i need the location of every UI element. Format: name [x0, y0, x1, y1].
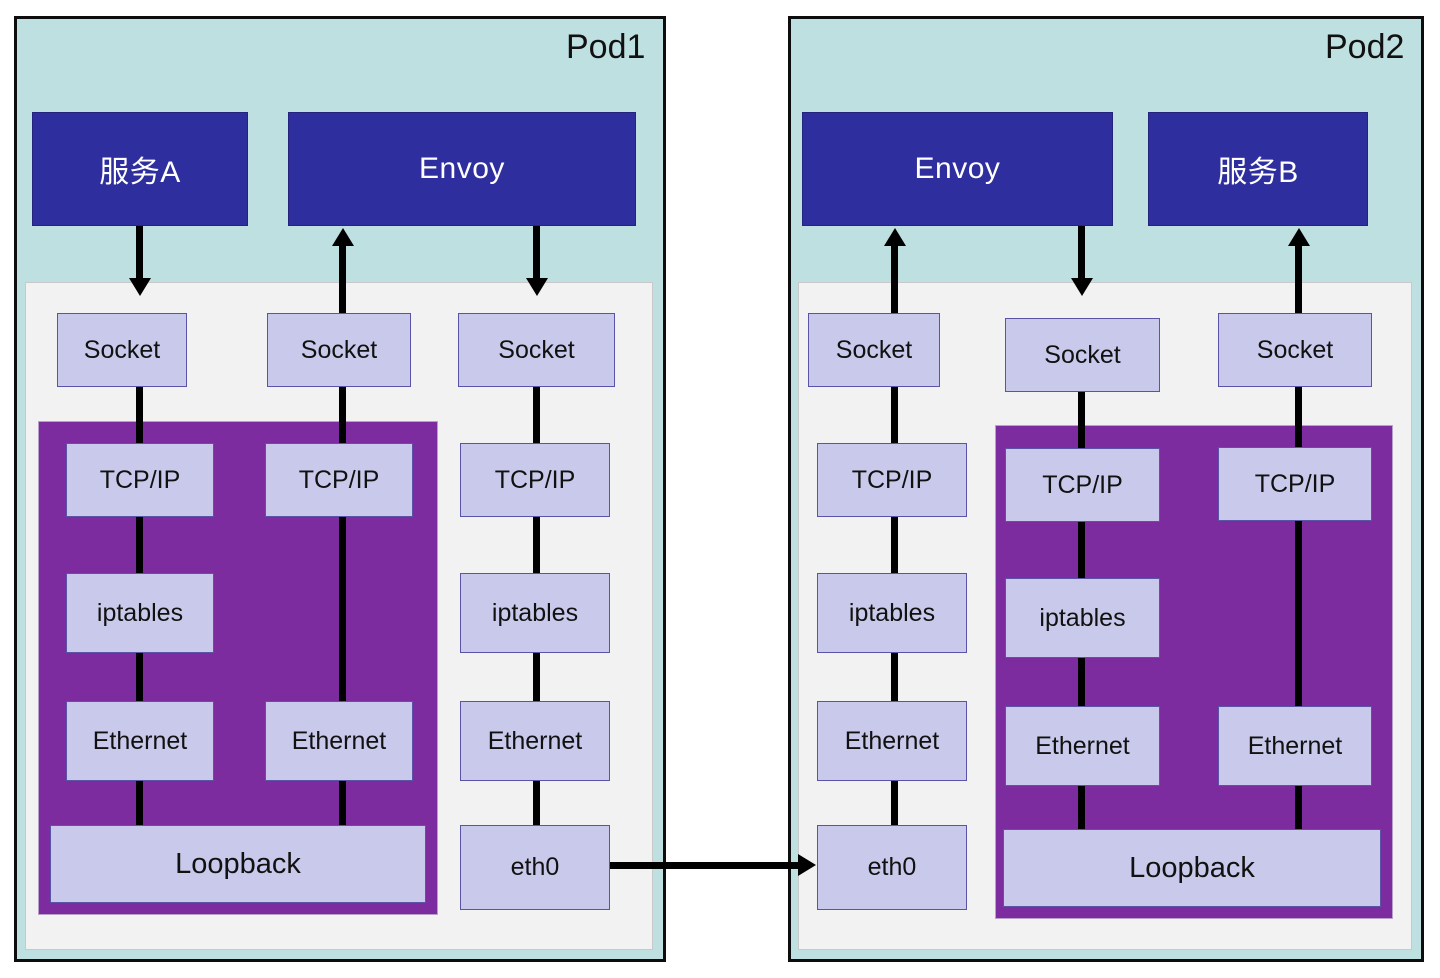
stack-box-pod1-loopback[interactable]: Loopback	[50, 825, 426, 903]
connector-pod1-c1-iptables-ethernet	[136, 653, 143, 701]
connector-pod2-envoy-to-c2-socket	[1078, 226, 1085, 282]
app-box-pod1-service-a[interactable]: 服务A	[32, 112, 248, 226]
connector-pod2-c1-socket-tcpip	[891, 387, 898, 443]
arrow-up-pod2-socket-serviceb	[1288, 228, 1310, 246]
pod-title-pod2: Pod2	[1325, 28, 1405, 66]
connector-pod2-c1-ethernet-eth0	[891, 781, 898, 825]
stack-box-pod2-c1-tcpip[interactable]: TCP/IP	[817, 443, 967, 517]
connector-pod1-c1-tcpip-iptables	[136, 517, 143, 573]
stack-box-pod1-c2-tcpip[interactable]: TCP/IP	[265, 443, 413, 517]
stack-box-pod1-c1-socket[interactable]: Socket	[57, 313, 187, 387]
connector-pod1-c3-tcpip-iptables	[533, 517, 540, 573]
connector-pod2-c3-tcpip-ethernet	[1295, 521, 1302, 706]
arrow-down-pod2-envoy-c2socket	[1071, 278, 1093, 296]
connector-pod1-c1-ethernet-loopback	[136, 781, 143, 825]
stack-box-pod1-c1-tcpip[interactable]: TCP/IP	[66, 443, 214, 517]
stack-box-pod1-c2-socket[interactable]: Socket	[267, 313, 411, 387]
connector-pod1-envoy-to-c3-socket	[533, 226, 540, 282]
app-box-pod1-envoy[interactable]: Envoy	[288, 112, 636, 226]
connector-pod2-c3-socket-tcpip	[1295, 387, 1302, 447]
stack-box-pod2-c3-socket[interactable]: Socket	[1218, 313, 1372, 387]
stack-box-pod2-c1-socket[interactable]: Socket	[808, 313, 940, 387]
stack-box-pod1-c3-socket[interactable]: Socket	[458, 313, 615, 387]
app-box-pod2-service-b[interactable]: 服务B	[1148, 112, 1368, 226]
connector-pod1-c1-socket-tcpip	[136, 387, 143, 443]
stack-box-pod1-c2-ethernet[interactable]: Ethernet	[265, 701, 413, 781]
connector-eth0-to-eth0	[610, 862, 800, 869]
stack-box-pod1-c3-ethernet[interactable]: Ethernet	[460, 701, 610, 781]
stack-box-pod2-loopback[interactable]: Loopback	[1003, 829, 1381, 907]
connector-pod1-c3-iptables-ethernet	[533, 653, 540, 701]
arrow-up-pod2-socket-envoy	[884, 228, 906, 246]
arrow-right-eth0-to-eth0	[798, 854, 816, 876]
connector-pod2-c2-socket-tcpip	[1078, 392, 1085, 448]
connector-pod1-c2-socket-tcpip	[339, 387, 346, 443]
stack-box-pod2-c1-eth0[interactable]: eth0	[817, 825, 967, 910]
stack-box-pod2-c2-tcpip[interactable]: TCP/IP	[1005, 448, 1160, 522]
stack-box-pod2-c1-iptables[interactable]: iptables	[817, 573, 967, 653]
stack-box-pod1-c1-ethernet[interactable]: Ethernet	[66, 701, 214, 781]
stack-box-pod1-c1-iptables[interactable]: iptables	[66, 573, 214, 653]
stack-box-pod2-c2-iptables[interactable]: iptables	[1005, 578, 1160, 658]
connector-pod2-c2-iptables-ethernet	[1078, 658, 1085, 706]
stack-box-pod2-c3-tcpip[interactable]: TCP/IP	[1218, 447, 1372, 521]
connector-pod2-c1-socket-envoy	[891, 244, 898, 313]
stack-box-pod2-c2-ethernet[interactable]: Ethernet	[1005, 706, 1160, 786]
connector-pod2-c1-tcpip-iptables	[891, 517, 898, 573]
arrow-down-pod1-servicea-socket	[129, 278, 151, 296]
connector-pod2-c2-tcpip-iptables	[1078, 522, 1085, 578]
arrow-down-pod1-envoy-c3socket	[526, 278, 548, 296]
connector-pod2-c2-ethernet-loopback	[1078, 786, 1085, 829]
stack-box-pod2-c2-socket[interactable]: Socket	[1005, 318, 1160, 392]
stack-box-pod1-c3-tcpip[interactable]: TCP/IP	[460, 443, 610, 517]
stack-box-pod2-c3-ethernet[interactable]: Ethernet	[1218, 706, 1372, 786]
connector-pod1-c2-tcpip-ethernet	[339, 517, 346, 701]
connector-pod1-c2-ethernet-loopback	[339, 781, 346, 825]
connector-pod1-c2-socket-envoy	[339, 244, 346, 313]
connector-pod1-c3-socket-tcpip	[533, 387, 540, 443]
connector-pod2-c3-socket-serviceb	[1295, 244, 1302, 313]
connector-pod1-c3-ethernet-eth0	[533, 781, 540, 825]
stack-box-pod2-c1-ethernet[interactable]: Ethernet	[817, 701, 967, 781]
connector-pod1-servicea-to-socket	[136, 226, 143, 282]
stack-box-pod1-c3-iptables[interactable]: iptables	[460, 573, 610, 653]
connector-pod2-c3-ethernet-loopback	[1295, 786, 1302, 829]
pod-title-pod1: Pod1	[566, 28, 646, 66]
app-box-pod2-envoy[interactable]: Envoy	[802, 112, 1113, 226]
arrow-up-pod1-socket-envoy	[332, 228, 354, 246]
connector-pod2-c1-iptables-ethernet	[891, 653, 898, 701]
stack-box-pod1-c3-eth0[interactable]: eth0	[460, 825, 610, 910]
